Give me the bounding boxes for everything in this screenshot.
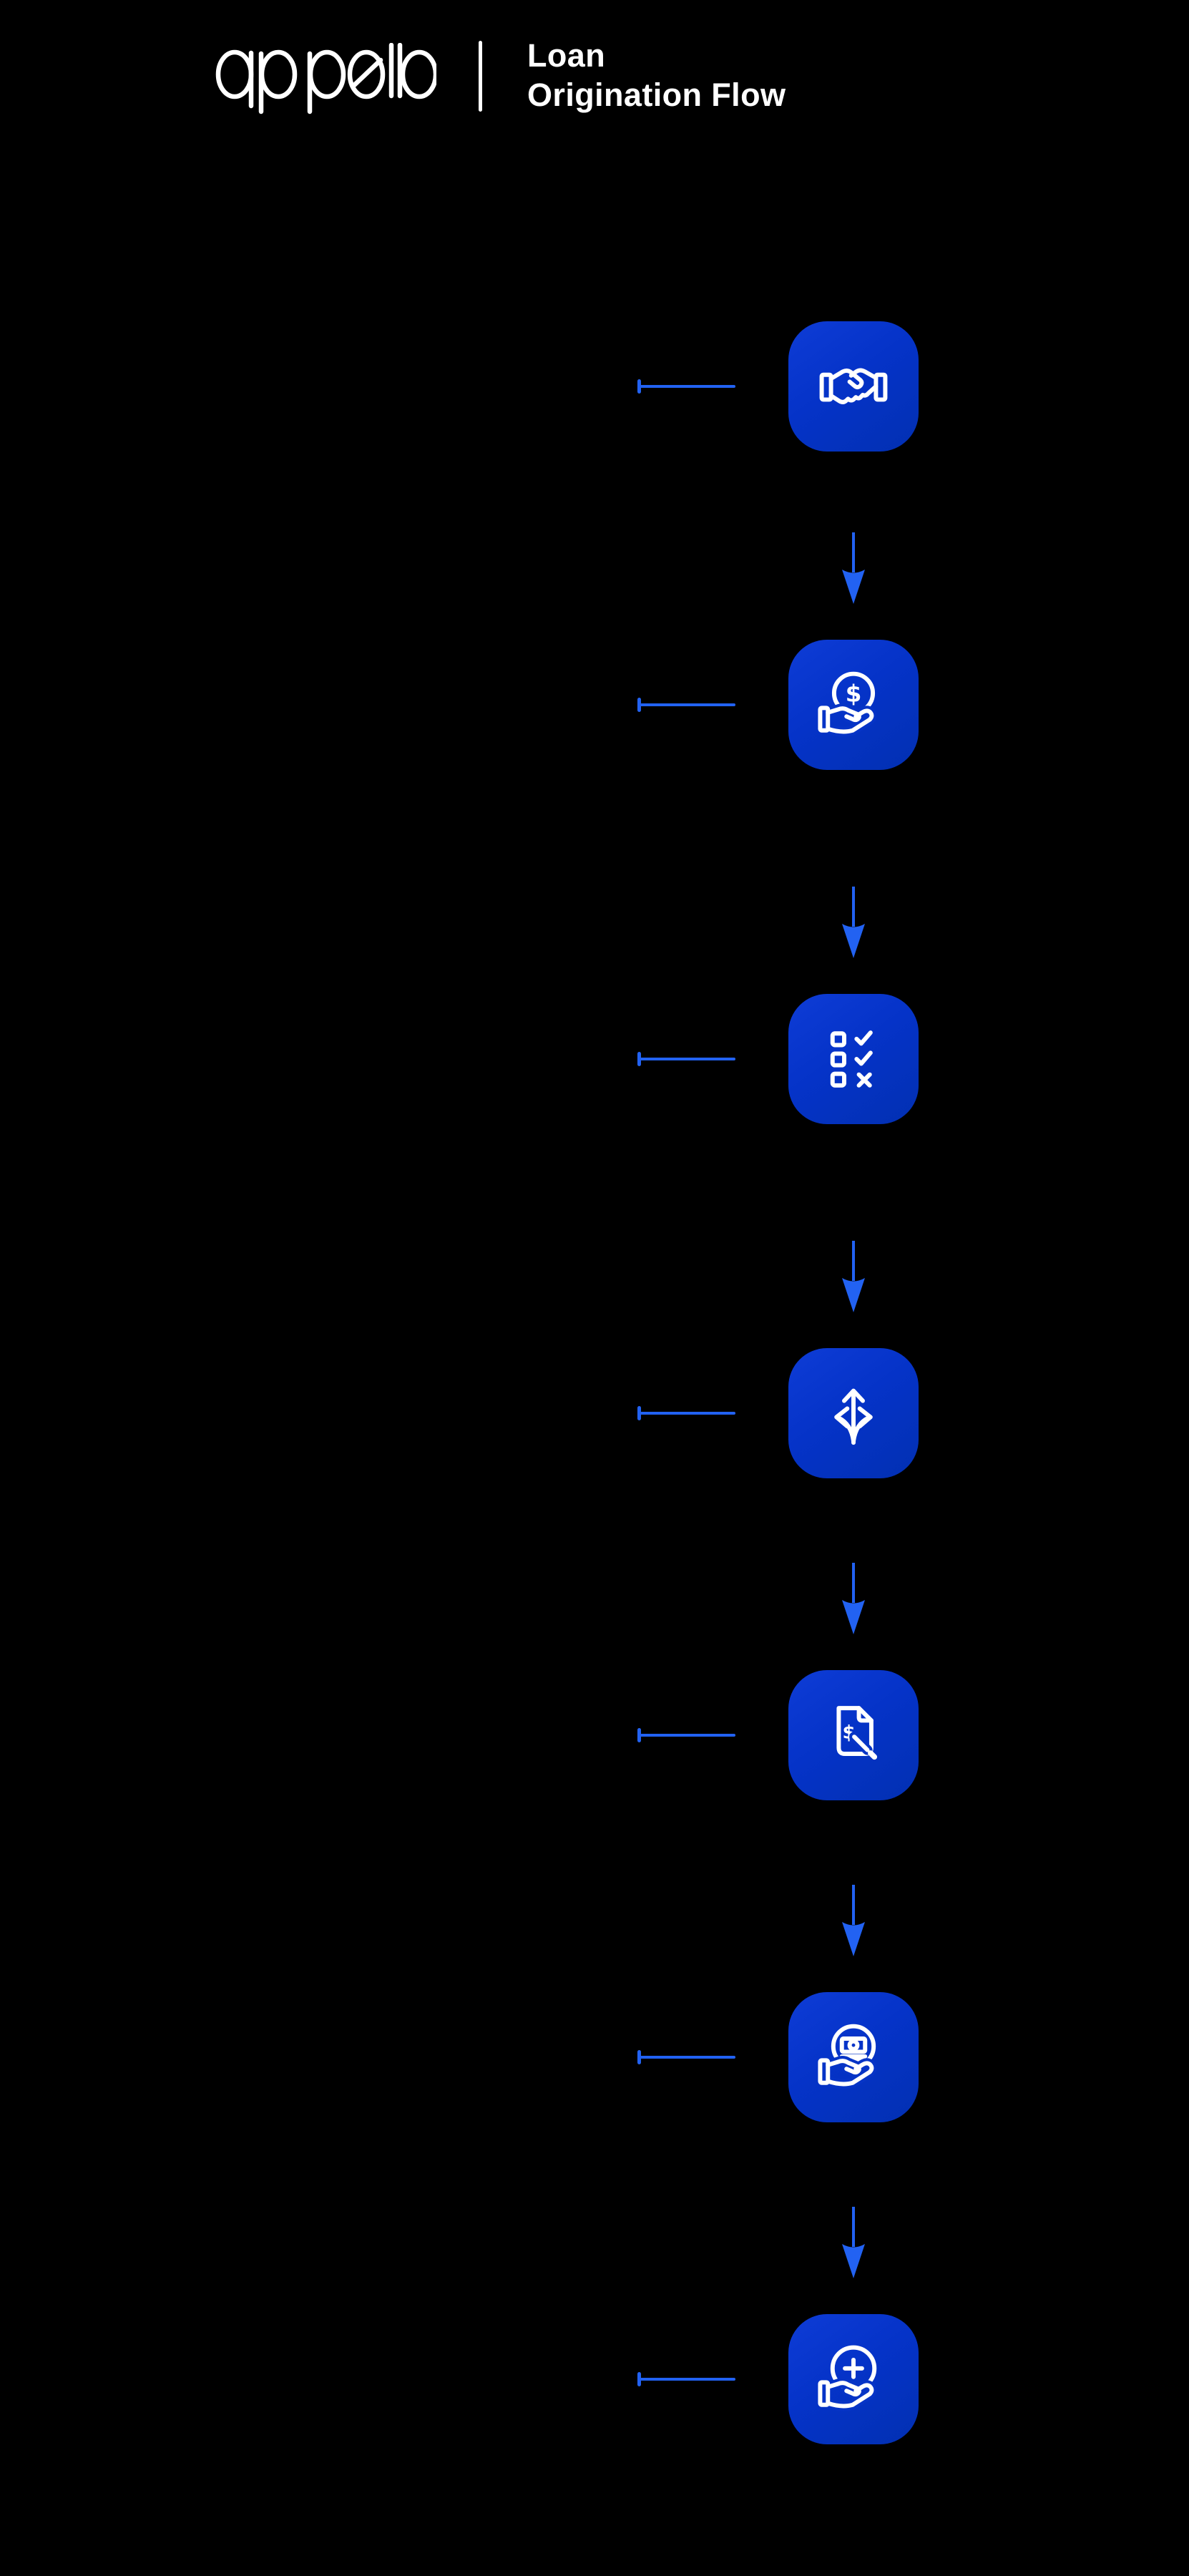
step-tile: $ [788, 1670, 919, 1800]
pointer-line [639, 1058, 735, 1060]
step-tile [788, 1992, 919, 2122]
pointer-line [639, 2056, 735, 2059]
flow-step-1 [637, 321, 919, 452]
step-tile [788, 1348, 919, 1478]
flow-down-arrow [842, 532, 865, 604]
page-title: Loan Origination Flow [527, 36, 786, 114]
add-coin-in-hand-icon [818, 2345, 877, 2411]
step-tile [788, 2314, 919, 2444]
loan-document-signing-icon: $ [836, 1706, 878, 1760]
banknote-in-hand-icon [818, 2024, 877, 2089]
checklist-icon [830, 1030, 873, 1088]
flow-step-7 [637, 2314, 919, 2444]
appello-logo: appello [215, 43, 436, 114]
handshake-icon [819, 368, 888, 404]
pointer-line [639, 1412, 735, 1415]
step-tile: $ [788, 640, 919, 770]
page-title-line2: Origination Flow [527, 77, 786, 113]
pointer-line [639, 703, 735, 706]
flow-step-6 [637, 1992, 919, 2122]
flow-step-3 [637, 994, 919, 1124]
flow-down-arrow [842, 1563, 865, 1634]
flow-down-arrow [842, 1885, 865, 1956]
flow-down-arrow [842, 1241, 865, 1312]
pointer-line [639, 385, 735, 388]
flow-step-4 [637, 1348, 919, 1478]
flow-step-5: $ [637, 1670, 919, 1800]
pointer-line [639, 1734, 735, 1737]
flow-down-arrow [842, 2207, 865, 2278]
coin-in-hand-icon: $ [818, 671, 877, 737]
logo-separator [479, 41, 482, 112]
svg-text:$: $ [846, 680, 862, 708]
step-tile [788, 994, 919, 1124]
page-title-line1: Loan [527, 37, 606, 74]
step-tile [788, 321, 919, 452]
three-way-decision-arrows-icon [834, 1388, 873, 1445]
pointer-line [639, 2378, 735, 2381]
flow-step-2: $ [637, 640, 919, 770]
flow-down-arrow [842, 887, 865, 958]
